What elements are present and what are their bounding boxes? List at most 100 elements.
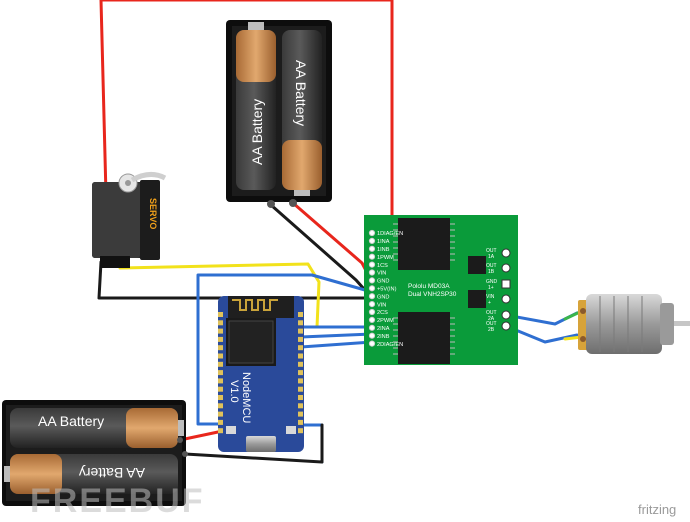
nodemcu-pin[interactable] [218, 312, 223, 317]
nodemcu-pin[interactable] [298, 395, 303, 400]
wire-red-bottom-battery-to-nodemcu[interactable] [178, 430, 220, 442]
driver-pin-label: 1INA [377, 239, 390, 245]
nodemcu-pin[interactable] [218, 386, 223, 392]
wire-blue-nodemcu-to-driver-4[interactable] [299, 340, 374, 349]
driver-pin-label: GND [377, 294, 389, 300]
battery-bottom-terminal-neg[interactable] [182, 451, 188, 457]
nodemcu-pin[interactable] [218, 428, 223, 434]
nodemcu-board[interactable]: NodeMCU V1.0 [218, 296, 304, 452]
nodemcu-pin[interactable] [298, 353, 303, 359]
driver-pin-label: 1DIAG/EN [377, 231, 403, 237]
nodemcu-pin[interactable] [218, 353, 223, 359]
wire-black-battery-to-driver[interactable] [269, 203, 374, 300]
wire-blue-nodemcu-to-driver-1[interactable] [196, 273, 374, 426]
driver-pin-label: 2CS [377, 310, 388, 316]
driver-pin[interactable] [368, 277, 376, 284]
nodemcu-pin[interactable] [218, 395, 223, 400]
driver-pin-label: 1CS [377, 263, 388, 269]
driver-pin[interactable] [368, 293, 376, 300]
driver-pin[interactable] [368, 245, 376, 252]
nodemcu-pin[interactable] [218, 378, 223, 384]
driver-out-label: 1A [488, 254, 495, 260]
driver-out-label: OUT [486, 321, 497, 327]
driver-pin[interactable] [368, 261, 376, 268]
dc-motor[interactable] [578, 294, 690, 354]
nodemcu-pin[interactable] [298, 419, 303, 425]
wire-red-battery-to-driver[interactable] [291, 201, 374, 284]
nodemcu-pin[interactable] [218, 411, 223, 417]
battery-pack-top[interactable]: AA Battery AA Battery [226, 20, 332, 208]
driver-out-pin[interactable] [501, 279, 511, 289]
nodemcu-pin[interactable] [298, 403, 303, 409]
nodemcu-pin[interactable] [298, 386, 303, 392]
driver-pin[interactable] [368, 285, 376, 292]
nodemcu-pin[interactable] [218, 370, 223, 376]
driver-out-label: 1B [488, 269, 495, 275]
brand-fritzing: fritzing [638, 502, 676, 517]
driver-pin[interactable] [368, 301, 376, 308]
battery-top-terminal-neg[interactable] [267, 200, 275, 208]
driver-pin[interactable] [368, 229, 376, 237]
driver-pin[interactable] [368, 332, 376, 339]
driver-small-chip-1 [468, 256, 486, 274]
driver-out-pin[interactable] [501, 263, 511, 273]
driver-out-pin[interactable] [501, 294, 511, 304]
driver-out-pin[interactable] [501, 310, 511, 320]
watermark-text: FREEBUF [30, 482, 205, 520]
wire-black-bottom-battery-to-nodemcu[interactable] [183, 423, 324, 464]
driver-out-label: VIN [486, 294, 495, 300]
nodemcu-label-line1: NodeMCU [240, 372, 252, 423]
driver-out-label: 1+ [488, 285, 494, 291]
nodemcu-pin[interactable] [218, 361, 223, 367]
driver-pin-label: 2INA [377, 326, 390, 332]
driver-pin[interactable] [368, 340, 376, 347]
nodemcu-pin[interactable] [218, 328, 223, 334]
driver-pin-label: VIN [377, 271, 386, 277]
nodemcu-pin[interactable] [218, 345, 223, 351]
driver-out-label: OUT [486, 310, 497, 316]
nodemcu-pin[interactable] [298, 312, 303, 317]
battery-cell-right-label: AA Battery [293, 60, 309, 126]
nodemcu-pin[interactable] [218, 320, 223, 326]
nodemcu-pin[interactable] [298, 411, 303, 417]
nodemcu-pin[interactable] [218, 419, 223, 425]
driver-pin[interactable] [368, 324, 376, 331]
battery-cell-bottom-label: AA Battery [79, 465, 145, 481]
driver-small-chip-2 [468, 290, 486, 308]
driver-pin[interactable] [368, 253, 376, 260]
battery-cell-top: AA Battery [10, 408, 184, 448]
driver-pin[interactable] [368, 237, 376, 244]
servo-label: SERVO [148, 198, 158, 229]
battery-pack-bottom[interactable]: AA Battery AA Battery [2, 400, 188, 506]
wire-blue-nodemcu-to-driver-3[interactable] [299, 332, 374, 339]
nodemcu-pin[interactable] [298, 361, 303, 367]
battery-bottom-terminal-pos[interactable] [177, 437, 183, 443]
driver-out-pin[interactable] [501, 321, 511, 331]
nodemcu-pin[interactable] [298, 320, 303, 326]
battery-cell-bottom: AA Battery [4, 454, 178, 494]
nodemcu-label-line2: V1.0 [228, 380, 240, 403]
driver-out-label: GND [486, 279, 498, 285]
servo[interactable]: SERVO [92, 172, 167, 268]
nodemcu-pin[interactable] [298, 428, 303, 434]
motor-driver-board[interactable]: Pololu MD03A Dual VNH2SP30 1DIAG/EN1INA1… [364, 215, 518, 365]
driver-pin[interactable] [368, 316, 376, 323]
nodemcu-pin[interactable] [298, 370, 303, 376]
nodemcu-pins-left [218, 312, 223, 434]
driver-pin[interactable] [368, 269, 376, 276]
nodemcu-pin[interactable] [298, 345, 303, 351]
driver-out-pin[interactable] [501, 248, 511, 258]
driver-pin[interactable] [368, 308, 376, 316]
driver-out-label: OUT [486, 248, 497, 254]
nodemcu-pin[interactable] [298, 336, 303, 342]
nodemcu-pin[interactable] [298, 378, 303, 384]
driver-pin-label: 2PWM [377, 318, 394, 324]
nodemcu-pin[interactable] [298, 328, 303, 334]
nodemcu-usb-port[interactable] [246, 436, 276, 452]
battery-top-terminal-pos[interactable] [289, 199, 297, 207]
nodemcu-pin[interactable] [218, 403, 223, 409]
nodemcu-pin[interactable] [218, 336, 223, 342]
driver-pin-label: +5V(IN) [377, 287, 397, 293]
